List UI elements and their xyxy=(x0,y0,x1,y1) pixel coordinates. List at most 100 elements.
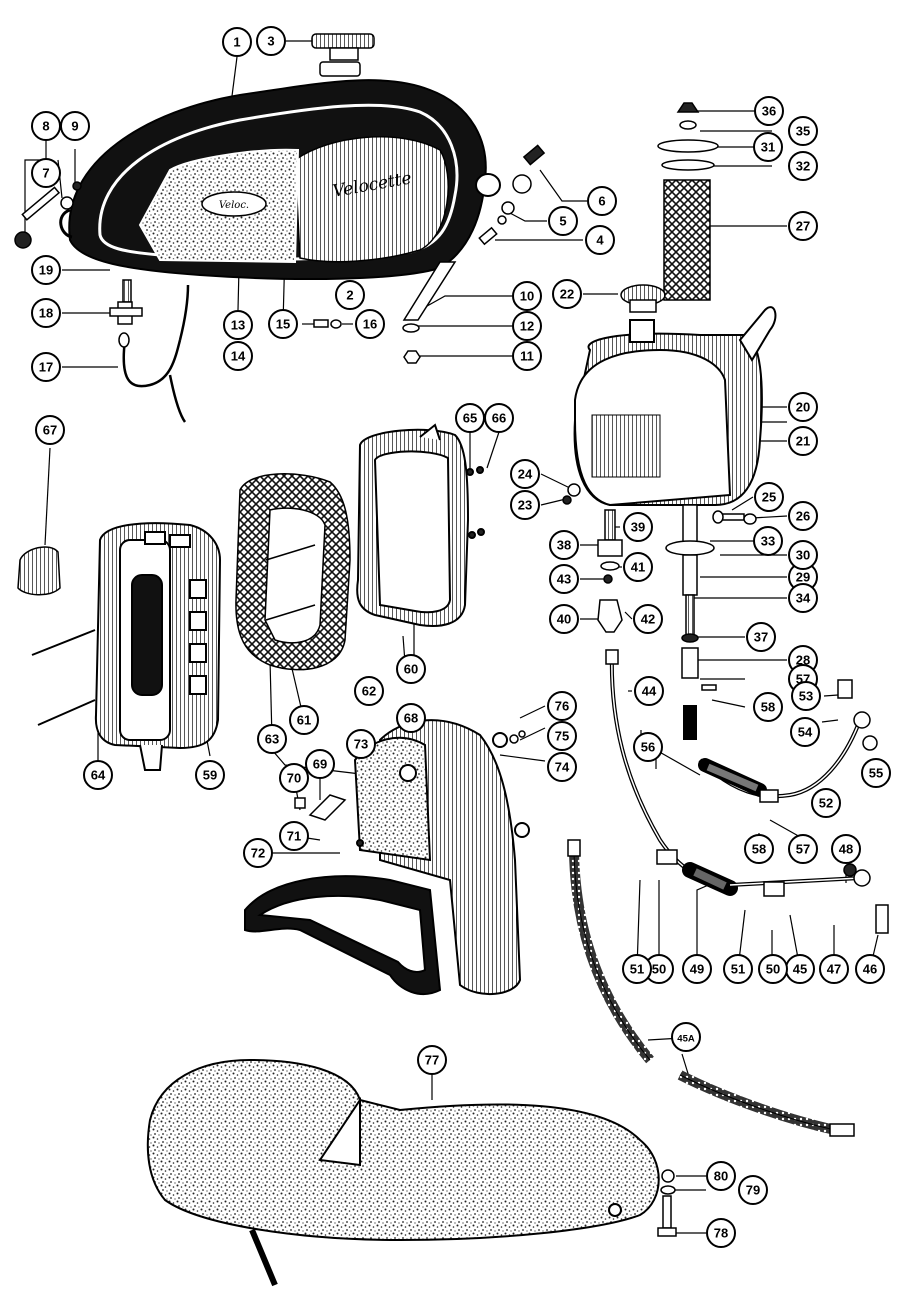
callout-circle xyxy=(222,27,252,57)
callout-13: 13 xyxy=(223,310,253,340)
callout-number: 23 xyxy=(518,498,532,513)
callout-number: 45A xyxy=(677,1034,695,1045)
callout-3: 3 xyxy=(256,26,286,56)
callout-number: 3 xyxy=(267,34,274,49)
callout-44: 44 xyxy=(634,676,664,706)
callout-72: 72 xyxy=(243,838,273,868)
fuel-tank-front-lug xyxy=(59,208,73,239)
callout-number: 45 xyxy=(793,962,807,977)
callout-number: 42 xyxy=(641,612,655,627)
filler-cap xyxy=(311,33,375,61)
callout-circle xyxy=(587,186,617,216)
callout-circle xyxy=(633,732,663,762)
callout-circle xyxy=(268,309,298,339)
callout-circle xyxy=(754,96,784,126)
callout-circle xyxy=(547,691,577,721)
callout-46: 46 xyxy=(855,954,885,984)
callout-number: 15 xyxy=(276,317,290,332)
callout-circle xyxy=(243,838,273,868)
callout-circle xyxy=(623,552,653,582)
callout-45: 45 xyxy=(785,954,815,984)
callout-35: 35 xyxy=(788,116,818,146)
callout-circle xyxy=(738,1175,768,1205)
callout-number: 13 xyxy=(231,318,245,333)
callout-number: 30 xyxy=(796,548,810,563)
callout-number: 80 xyxy=(714,1169,728,1184)
callout-80: 80 xyxy=(706,1161,736,1191)
callout-circle xyxy=(758,954,788,984)
callout-48: 48 xyxy=(831,834,861,864)
callout-circle xyxy=(855,954,885,984)
callout-circle xyxy=(585,225,615,255)
callout-number: 58 xyxy=(761,700,775,715)
callout-circle xyxy=(788,426,818,456)
callout-number: 16 xyxy=(363,317,377,332)
callout-number: 71 xyxy=(287,829,301,844)
callout-65: 65 xyxy=(455,403,485,433)
callout-number: 73 xyxy=(354,737,368,752)
callout-circle xyxy=(195,760,225,790)
callout-circle xyxy=(346,729,376,759)
callout-25: 25 xyxy=(754,482,784,512)
callout-50: 50 xyxy=(644,954,674,984)
callout-number: 28 xyxy=(796,653,810,668)
callout-7: 7 xyxy=(31,158,61,188)
callout-60: 60 xyxy=(396,654,426,684)
callout-circle xyxy=(335,280,365,310)
callout-77: 77 xyxy=(417,1045,447,1075)
callout-number: 17 xyxy=(39,360,53,375)
callout-number: 49 xyxy=(690,962,704,977)
callout-17: 17 xyxy=(31,352,61,382)
callout-circle xyxy=(510,459,540,489)
callout-circle xyxy=(788,392,818,422)
callout-20: 20 xyxy=(788,392,818,422)
callout-43: 43 xyxy=(549,564,579,594)
callout-11: 11 xyxy=(512,341,542,371)
callout-53: 53 xyxy=(791,681,821,711)
fuel-tank-side-panel xyxy=(294,136,449,263)
callout-14: 14 xyxy=(223,341,253,371)
callout-number: 18 xyxy=(39,306,53,321)
battery-carrier-fixings xyxy=(294,730,526,821)
callout-56: 56 xyxy=(633,732,663,762)
callout-circle xyxy=(753,692,783,722)
callout-38: 38 xyxy=(549,530,579,560)
callout-73: 73 xyxy=(346,729,376,759)
callout-42: 42 xyxy=(633,604,663,634)
callout-circle xyxy=(60,111,90,141)
callout-number: 75 xyxy=(555,729,569,744)
callout-circle xyxy=(289,705,319,735)
callout-number: 69 xyxy=(313,757,327,772)
callout-circle xyxy=(256,26,286,56)
callout-circle xyxy=(355,309,385,339)
callout-45a: 45A xyxy=(671,1022,701,1052)
callout-circle xyxy=(257,724,287,754)
callout-number: 31 xyxy=(761,140,775,155)
callout-68: 68 xyxy=(396,703,426,733)
callout-circle xyxy=(788,583,818,613)
callout-circle xyxy=(279,821,309,851)
callout-number: 5 xyxy=(559,214,566,229)
callout-circle xyxy=(396,654,426,684)
callout-circle xyxy=(552,279,582,309)
callout-71: 71 xyxy=(279,821,309,851)
callout-circle xyxy=(223,310,253,340)
callout-circle xyxy=(706,1218,736,1248)
oil-tank-outlet xyxy=(665,504,717,691)
callout-circle xyxy=(31,158,61,188)
callout-59: 59 xyxy=(195,760,225,790)
callout-number: 50 xyxy=(766,962,780,977)
callout-52: 52 xyxy=(811,788,841,818)
callout-4: 4 xyxy=(585,225,615,255)
callout-number: 46 xyxy=(863,962,877,977)
callout-circle xyxy=(547,752,577,782)
callout-23: 23 xyxy=(510,490,540,520)
air-filter-element xyxy=(235,473,351,671)
callout-number: 39 xyxy=(631,520,645,535)
callout-circle xyxy=(83,760,113,790)
callout-number: 59 xyxy=(203,768,217,783)
callout-number: 78 xyxy=(714,1226,728,1241)
callout-15: 15 xyxy=(268,309,298,339)
callout-24: 24 xyxy=(510,459,540,489)
